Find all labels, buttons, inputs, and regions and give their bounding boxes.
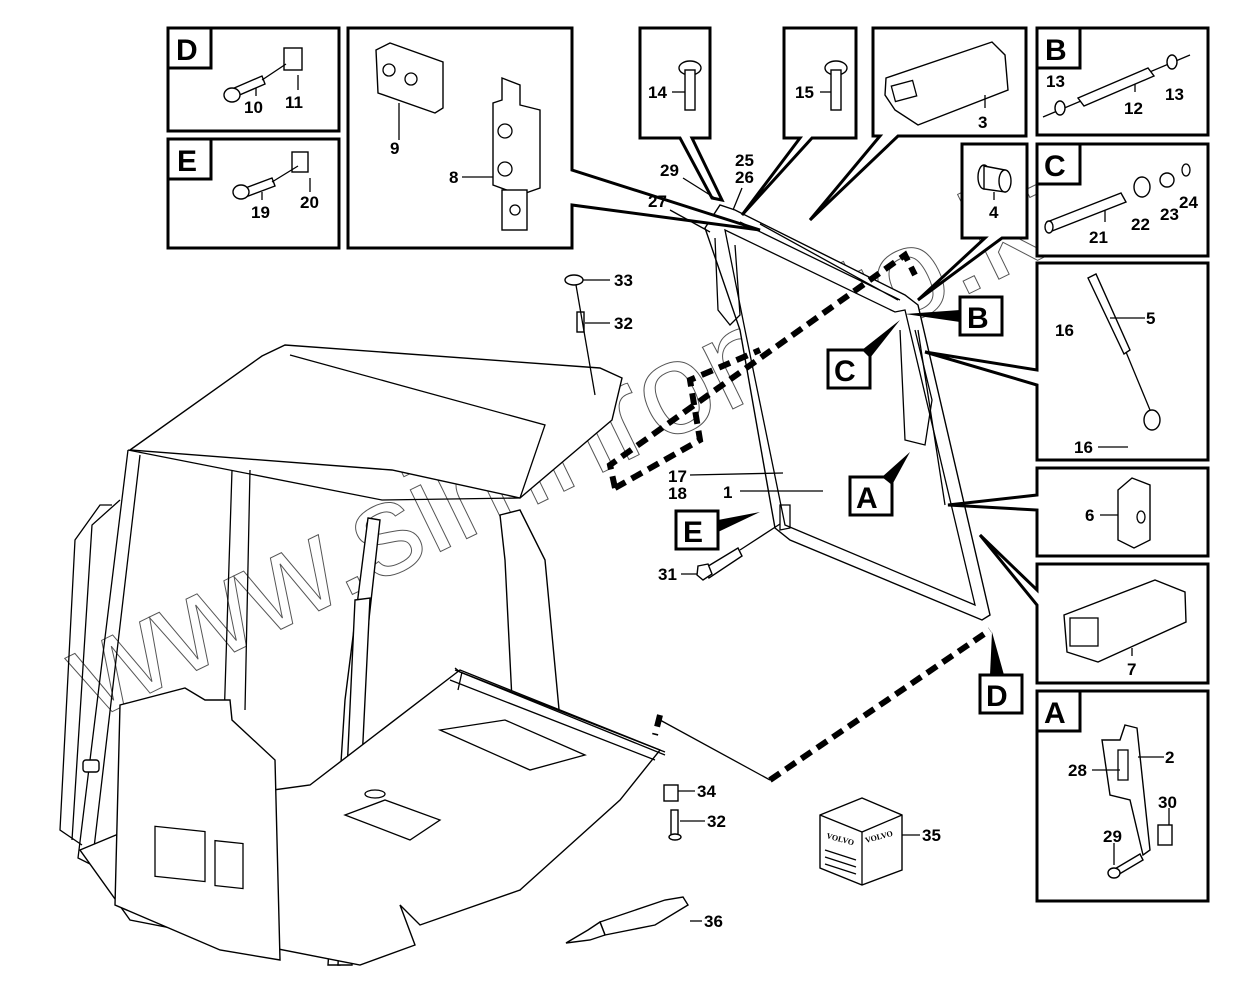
sealant-tube [565,896,689,944]
detail-box-d: D 10 11 [166,26,341,133]
cab-frame [59,344,666,966]
callout-11: 11 [285,93,303,112]
tag-letter: B [967,302,989,335]
bolt-32-bottom [670,809,679,837]
tag-c: C [826,320,900,390]
callout-9: 9 [390,139,399,158]
detail-box-bolt-14: 14 [638,26,725,203]
tag-letter: C [834,355,856,388]
callout-21: 21 [1089,228,1108,247]
box-letter: B [1045,34,1067,67]
callout-36: 36 [704,912,723,931]
callout-8: 8 [449,168,458,187]
glass-outline-lower [652,627,992,783]
callout-33: 33 [614,271,633,290]
callout-3: 3 [978,113,987,132]
box-letter: A [1044,697,1066,730]
tag-a: A [848,452,910,517]
tag-e: E [674,509,760,551]
detail-box-seal-3: 3 [808,26,1028,222]
callout-16-bottom: 16 [1074,438,1093,457]
callout-12: 12 [1124,99,1143,118]
callout-19: 19 [251,203,270,222]
callout-31: 31 [658,565,677,584]
callout-15: 15 [795,83,814,102]
tag-d: D [978,632,1024,715]
glass-outline-left [613,347,762,491]
callout-22: 22 [1131,215,1150,234]
callout-14: 14 [648,83,667,102]
nut-34 [663,784,679,802]
callout-17: 17 [668,467,687,486]
callout-13-right: 13 [1165,85,1184,104]
callout-26: 26 [735,168,754,187]
callout-16-top: 16 [1055,321,1074,340]
detail-box-hinge: 9 8 [346,26,761,250]
callout-35: 35 [922,826,941,845]
tag-letter: E [683,516,703,549]
callout-4: 4 [989,203,999,222]
detail-box-bush-4: 4 [916,142,1029,302]
door-callouts: 29 25 26 27 17 18 1 31 [648,151,823,584]
callout-34: 34 [697,782,716,801]
callout-29: 29 [660,161,679,180]
box-letter: E [177,145,197,178]
callout-6: 6 [1085,506,1094,525]
detail-box-block-6: 6 [947,466,1210,558]
detail-box-e: E 19 20 [166,137,341,250]
callout-7: 7 [1127,660,1136,679]
callout-30: 30 [1158,793,1177,812]
callout-28: 28 [1068,761,1087,780]
glass-outline-upper [606,250,918,489]
callout-1: 1 [723,483,732,502]
detail-box-strut-5: 5 16 16 [924,261,1210,462]
volvo-package: VOLVO VOLVO [819,797,903,886]
callout-24: 24 [1179,193,1198,212]
callout-25: 25 [735,151,754,170]
tag-b: B [905,295,1004,337]
detail-box-b: B 13 12 13 [1035,26,1210,137]
detail-box-seal-7: 7 [978,533,1210,685]
callout-27: 27 [648,192,667,211]
callout-29-detail: 29 [1103,827,1122,846]
callout-13-left: 13 [1046,72,1065,91]
callout-23: 23 [1160,205,1179,224]
callout-18: 18 [668,484,687,503]
washer-33 [564,274,584,286]
detail-box-bolt-15: 15 [740,26,858,217]
detail-box-c: C 21 22 23 24 [1035,142,1210,258]
callout-32-top: 32 [614,314,633,333]
box-letter: D [176,34,198,67]
cab-callouts: 33 32 34 32 VOLVO VOLVO 35 36 [564,271,941,944]
callout-10: 10 [244,98,263,117]
callout-2: 2 [1165,748,1174,767]
tag-letter: D [986,680,1008,713]
detail-box-a: A 2 28 30 29 [1035,689,1210,903]
callout-20: 20 [300,193,319,212]
door-frame [704,204,991,621]
callout-5: 5 [1146,309,1155,328]
box-letter: C [1044,150,1066,183]
tag-letter: A [856,482,878,515]
callout-32-bottom: 32 [707,812,726,831]
